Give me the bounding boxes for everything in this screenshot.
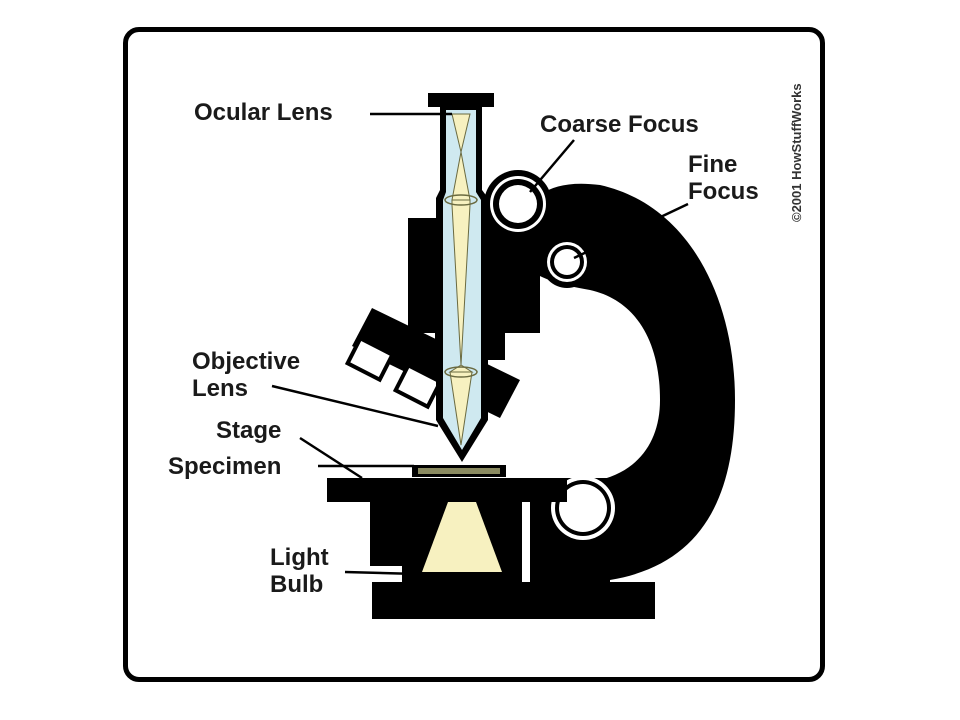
stage-left-support	[370, 500, 406, 566]
label-objective-lens-line2: Lens	[192, 375, 248, 402]
leader-objective-lens	[271, 384, 439, 428]
fine-focus-knob	[541, 236, 593, 288]
light-bulb-assembly	[402, 502, 522, 582]
leader-light-bulb	[344, 570, 419, 576]
label-light-bulb-line2: Bulb	[270, 571, 323, 598]
eyepiece-cap	[428, 93, 494, 107]
stage-adjust-knob	[551, 476, 615, 540]
label-ocular-lens: Ocular Lens	[194, 99, 333, 126]
leader-coarse-focus	[529, 139, 575, 193]
label-coarse-focus: Coarse Focus	[540, 111, 699, 138]
microscope-base	[372, 582, 655, 619]
label-fine-focus-line2: Focus	[688, 178, 759, 205]
label-stage: Stage	[216, 417, 281, 444]
stage-plate	[327, 478, 567, 502]
copyright-notice: ©2001 HowStuffWorks	[789, 83, 804, 222]
coarse-focus-knob	[484, 170, 552, 238]
label-light-bulb-line1: Light	[270, 544, 329, 571]
leader-fine-focus	[573, 202, 689, 260]
label-specimen: Specimen	[168, 453, 281, 480]
specimen-sample	[418, 468, 500, 474]
leader-stage	[299, 436, 363, 480]
label-objective-lens-line1: Objective	[192, 348, 300, 375]
label-fine-focus-line1: Fine	[688, 151, 737, 178]
optical-tube	[436, 104, 488, 462]
